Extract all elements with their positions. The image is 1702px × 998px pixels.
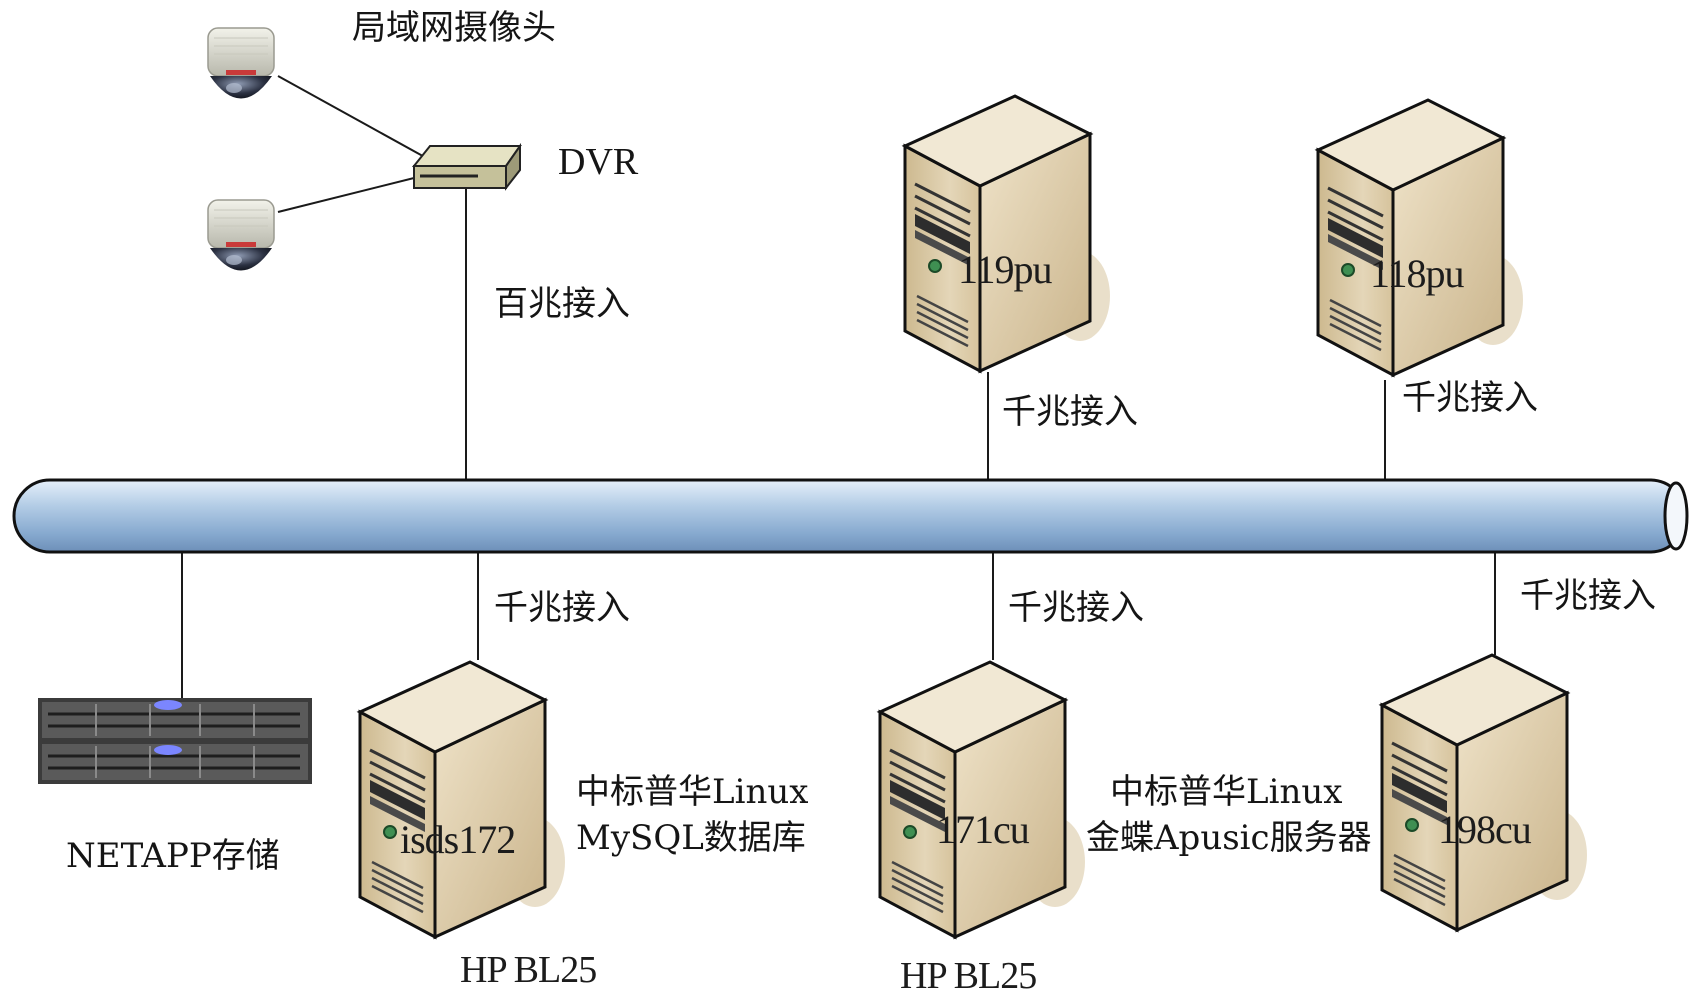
server-isds172-link-label: 千兆接入	[494, 588, 630, 628]
dvr-label: DVR	[558, 141, 639, 183]
server-171cu-desc-2: 金蝶Apusic服务器	[1086, 818, 1372, 858]
camera-2-icon	[207, 199, 275, 272]
dvr-icon	[411, 142, 522, 191]
server-isds172-icon	[358, 660, 567, 939]
connection-lines	[181, 75, 1496, 700]
cameras-label: 局域网摄像头	[352, 8, 556, 48]
server-isds172-label: isds172	[400, 817, 516, 862]
server-171cu-desc-1: 中标普华Linux	[1110, 772, 1343, 812]
server-isds172-model: HP BL25	[460, 949, 597, 991]
backbone-pipe	[12, 478, 1689, 554]
server-198cu-link-label: 千兆接入	[1520, 576, 1656, 616]
server-118pu-link-label: 千兆接入	[1402, 378, 1538, 418]
server-171cu-link-label: 千兆接入	[1008, 588, 1144, 628]
storage-icon	[38, 698, 312, 784]
server-isds172-desc-2: MySQL数据库	[576, 818, 806, 858]
server-171cu-icon	[878, 660, 1087, 939]
server-isds172-desc-1: 中标普华Linux	[576, 772, 809, 812]
camera-1-icon	[207, 27, 275, 100]
server-198cu-label: 198cu	[1438, 807, 1532, 852]
camera-1-link	[277, 75, 431, 161]
server-119pu-icon	[903, 94, 1112, 373]
camera-2-link	[277, 175, 423, 213]
storage-label: NETAPP存储	[66, 836, 280, 876]
server-171cu-label: 171cu	[936, 807, 1030, 852]
server-198cu-icon	[1380, 653, 1589, 932]
server-118pu-icon	[1316, 98, 1525, 377]
dvr-link-label: 百兆接入	[494, 284, 630, 324]
server-119pu-label: 119pu	[958, 247, 1053, 292]
server-119pu-link-label: 千兆接入	[1002, 392, 1138, 432]
server-171cu-model: HP BL25	[900, 955, 1037, 997]
server-118pu-label: 118pu	[1370, 251, 1465, 296]
